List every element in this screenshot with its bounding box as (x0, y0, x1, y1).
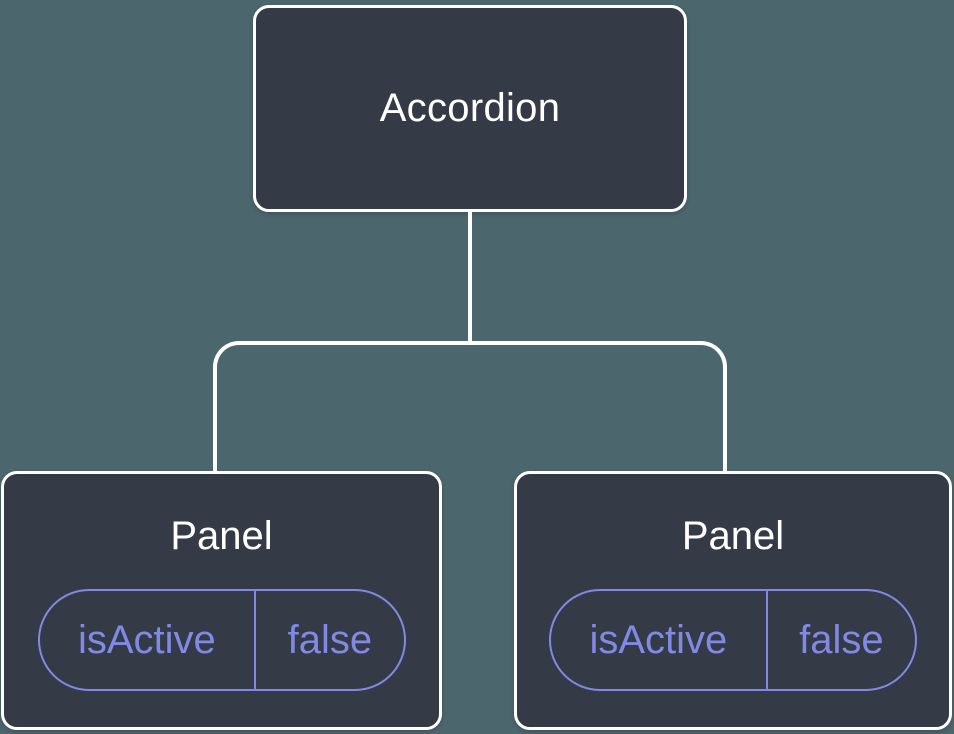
panel-node-right: Panel isActive false (514, 471, 952, 730)
state-pill: isActive false (37, 589, 406, 691)
state-value: false (287, 617, 373, 662)
panel-node-label: Panel (681, 514, 785, 558)
state-value: false (799, 617, 884, 662)
accordion-node: Accordion (253, 5, 687, 212)
connector-bracket (213, 341, 727, 471)
panel-node-left: Panel isActive false (1, 471, 442, 730)
connector-stem (468, 212, 472, 345)
state-name: isActive (551, 591, 768, 689)
accordion-node-label: Accordion (379, 86, 561, 130)
state-name: isActive (40, 591, 257, 689)
state-pill: isActive false (549, 589, 917, 691)
panel-node-label: Panel (170, 514, 273, 558)
